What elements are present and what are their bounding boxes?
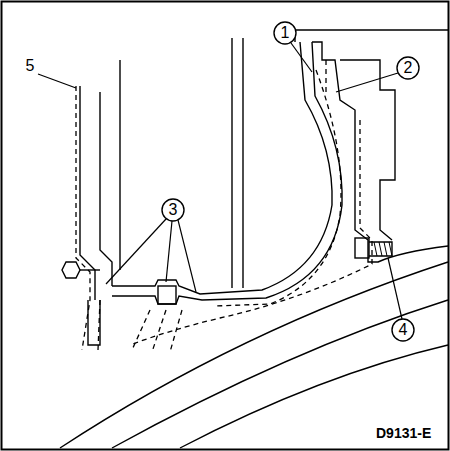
leader-line (38, 43, 402, 319)
pan-wall (119, 60, 120, 270)
callout-number: 3 (169, 202, 178, 218)
callout-number: 1 (281, 25, 290, 41)
figure-code: D9131-E (376, 426, 431, 440)
pan-floor (112, 42, 332, 294)
drain-plug (158, 286, 176, 304)
bolt-thread (374, 242, 392, 256)
callout-number: 2 (404, 60, 413, 76)
fluid-path (76, 60, 372, 352)
callout-circle (162, 22, 419, 341)
bolt-shank (80, 269, 100, 270)
ground-line (180, 345, 448, 448)
callout-number: 5 (26, 58, 35, 74)
bolt-head (62, 262, 80, 278)
case-wall (100, 92, 112, 286)
ground-line (112, 300, 448, 448)
pan-wall (231, 38, 232, 288)
pan-wall (242, 38, 243, 288)
housing (282, 30, 448, 42)
pan-floor (112, 42, 342, 304)
callout-number: 4 (399, 322, 408, 338)
bolt-head (355, 238, 369, 258)
housing (312, 42, 448, 262)
case-wall (80, 86, 95, 300)
housing (340, 60, 395, 240)
